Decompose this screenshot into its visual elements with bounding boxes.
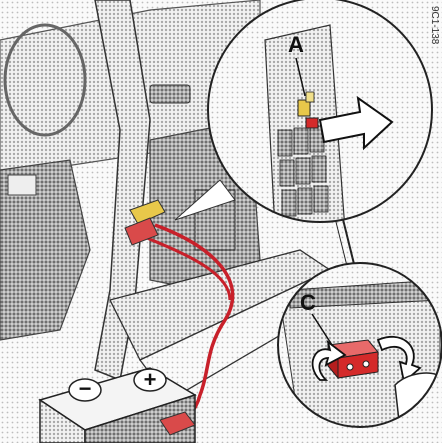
- jump-point-red-cover: [306, 118, 318, 128]
- svg-text:−: −: [79, 376, 92, 401]
- reference-code: 9C1-138: [429, 6, 440, 45]
- jump-point-yellow: [298, 100, 310, 116]
- fuse-grid: [278, 126, 328, 216]
- svg-text:+: +: [144, 367, 157, 392]
- callout-a-label: A: [288, 32, 304, 57]
- callout-c-label: C: [300, 290, 316, 315]
